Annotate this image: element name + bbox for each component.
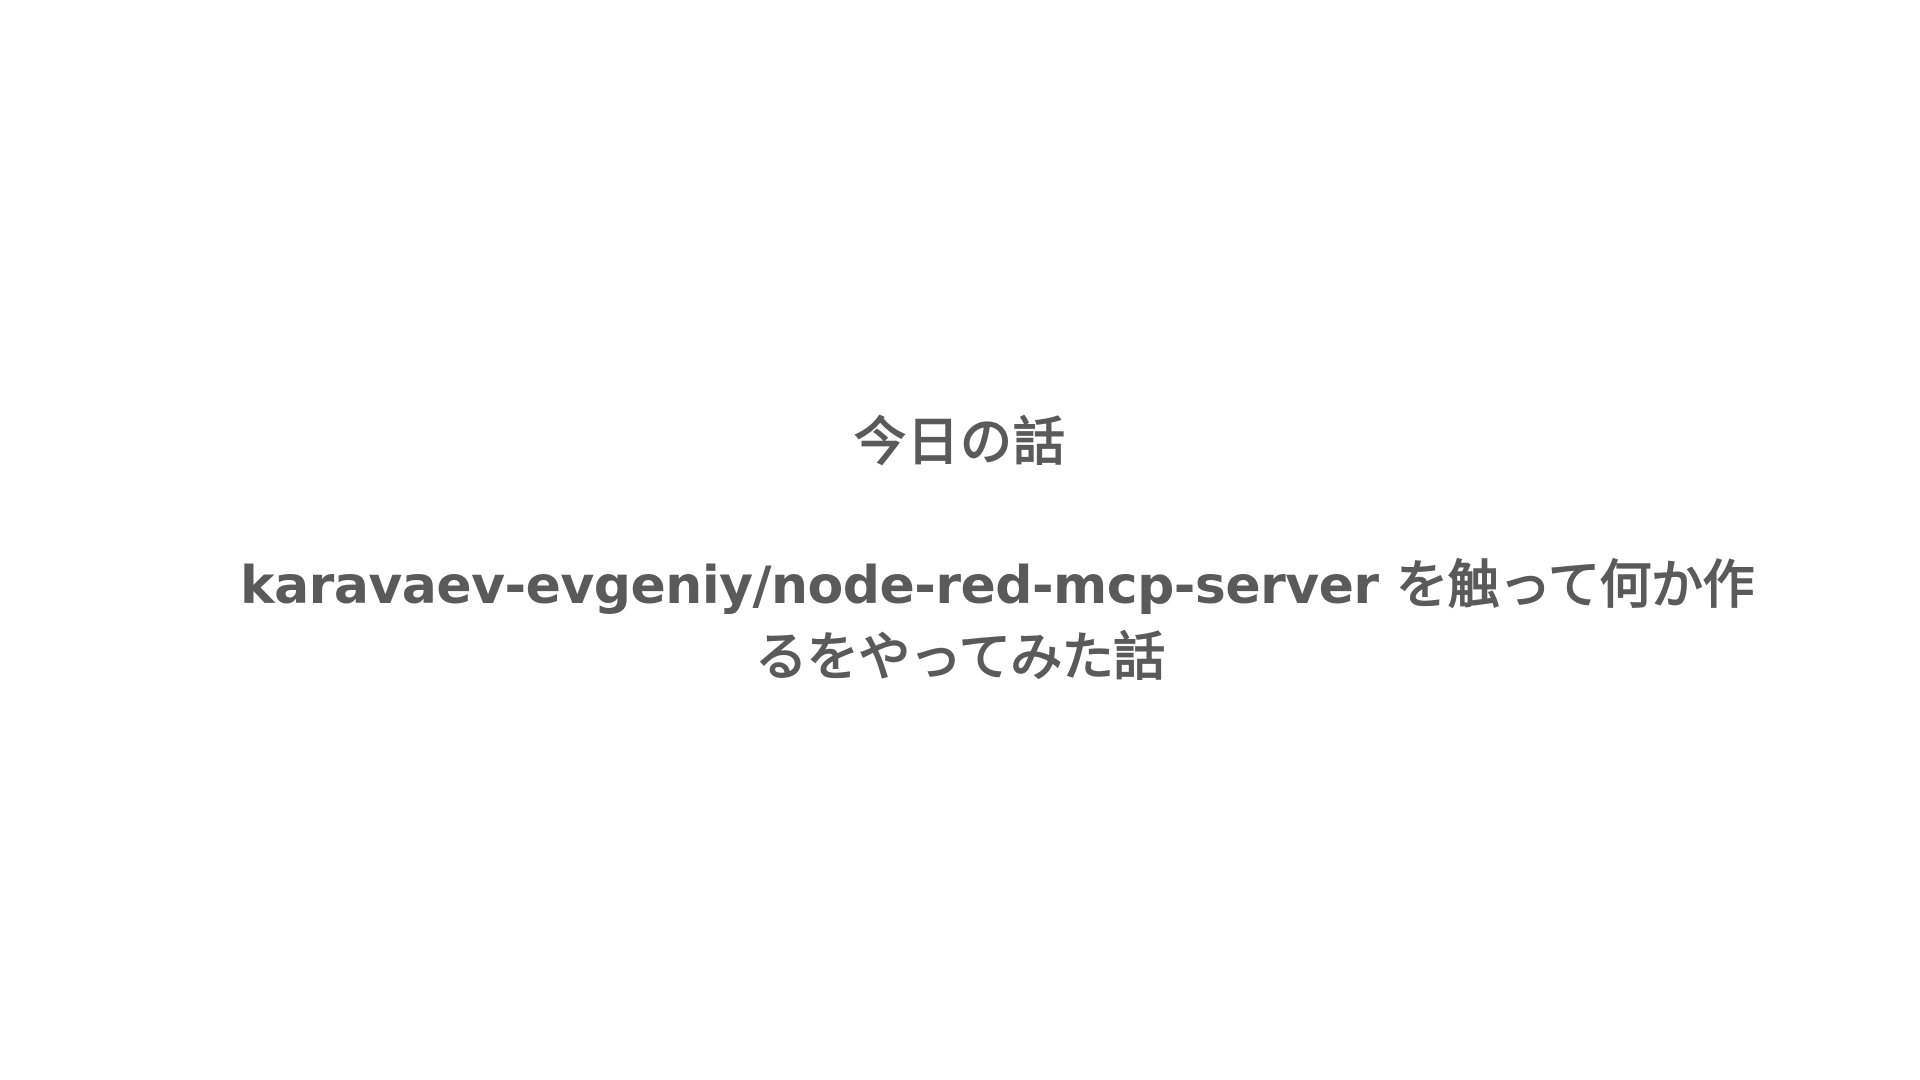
slide-body-line-2: るをやってみた話	[755, 628, 1165, 688]
slide-body-text: karavaev-evgeniy/node-red-mcp-server を触っ…	[240, 550, 1755, 694]
slide-body-line-1: karavaev-evgeniy/node-red-mcp-server を触っ…	[240, 556, 1755, 616]
slide-heading: 今日の話	[853, 413, 1066, 473]
